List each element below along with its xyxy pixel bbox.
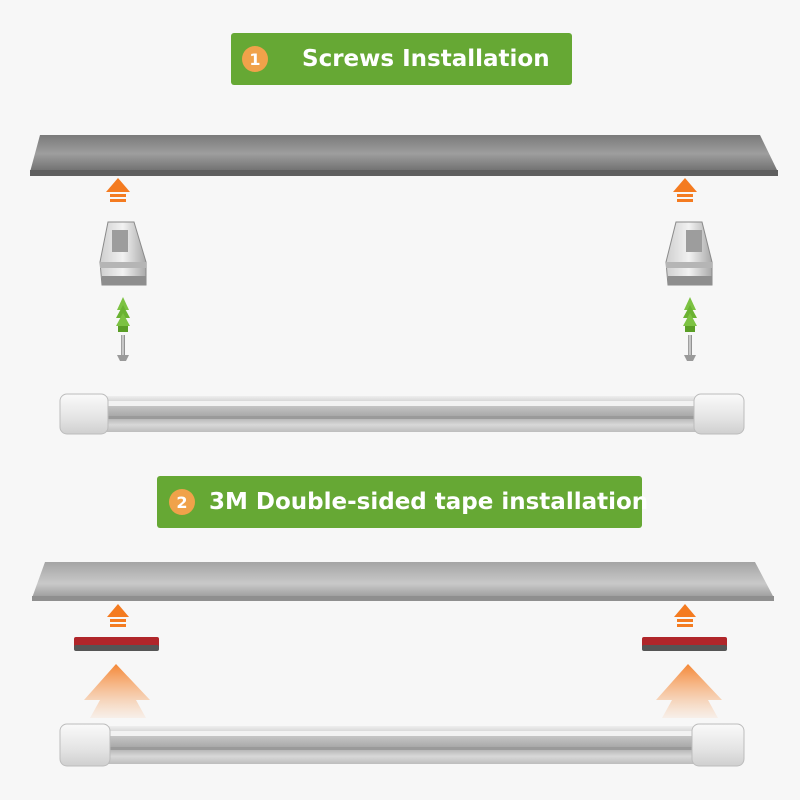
press-arrow-icon — [656, 664, 722, 718]
shelf-bottom — [32, 562, 774, 601]
screw — [117, 335, 129, 361]
step-number-badge: 1 — [242, 46, 268, 72]
tape-strip — [74, 637, 159, 651]
mounting-clip — [99, 221, 147, 286]
press-arrow-icon — [84, 664, 150, 718]
arrow-up-icon — [107, 604, 129, 627]
step-number-badge: 2 — [169, 489, 195, 515]
led-light-bar — [59, 393, 745, 435]
arrow-up-icon — [106, 178, 130, 202]
step-banner-screws: 1 Screws Installation — [231, 33, 572, 85]
arrow-up-icon — [673, 178, 697, 202]
step-banner-tape: 2 3M Double-sided tape installation — [157, 476, 648, 528]
mounting-clip — [665, 221, 713, 286]
shelf-top — [30, 135, 778, 176]
led-light-bar — [59, 723, 745, 767]
wall-anchor — [683, 297, 697, 332]
tape-strip — [642, 637, 727, 651]
step-title: Screws Installation — [302, 46, 550, 72]
screw — [684, 335, 696, 361]
step-title: 3M Double-sided tape installation — [209, 489, 649, 515]
wall-anchor — [116, 297, 130, 332]
arrow-up-icon — [674, 604, 696, 627]
